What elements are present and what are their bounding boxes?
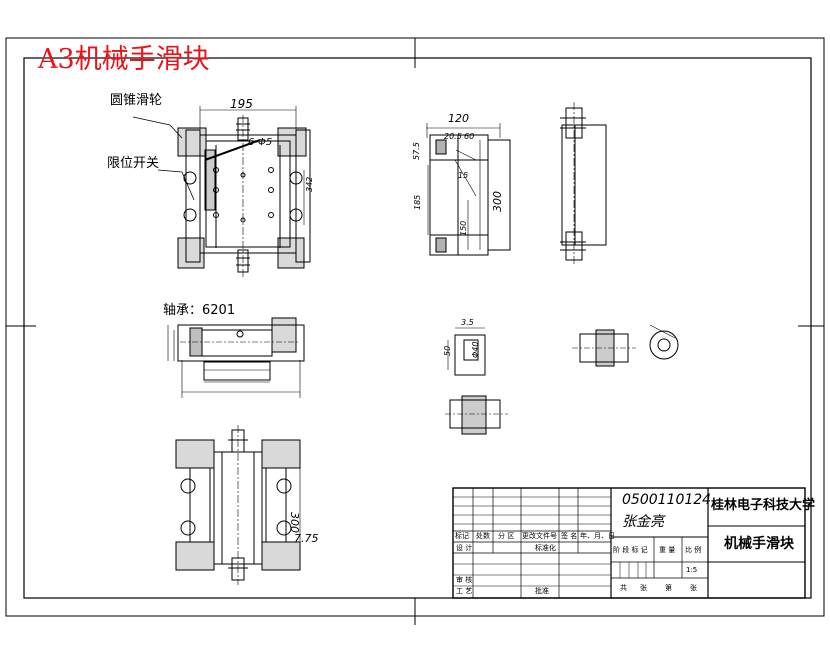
dim-side-height: 300 (491, 191, 504, 212)
part-name: 机械手滑块 (724, 536, 794, 552)
stage-label-mark: 阶 段 标 记 (613, 546, 648, 554)
university-name: 桂林电子科技大学 (711, 498, 816, 513)
callout-bearing: 轴承：6201 (163, 303, 236, 318)
detail-view-c (572, 324, 679, 367)
inner-frame (23, 57, 812, 599)
header-label-count: 处数 (476, 532, 490, 540)
drawing-number: 0500110124 (622, 492, 712, 508)
scale-value: 1:5 (686, 566, 698, 574)
stage-label-scale: 比 例 (685, 546, 702, 554)
row-label-process: 工 艺 (456, 587, 473, 595)
header-label-date: 年、月、日 (580, 532, 615, 540)
side-view (426, 123, 511, 256)
dim-side-150: 150 (459, 220, 468, 236)
dim-side-185: 185 (413, 194, 422, 210)
outer-frame (5, 37, 825, 617)
callout-limit-switch: 限位开关 (107, 156, 160, 171)
dim-342: 342 (305, 176, 314, 192)
top-view (132, 106, 311, 278)
dim-bottom-offset: 7.75 (294, 532, 319, 545)
dim-small-35: 3.5 (461, 318, 474, 327)
dim-side-60: 60 (464, 132, 475, 141)
dim-angle-15: 15 (458, 171, 469, 180)
header-label-change-doc: 更改文件号 (522, 532, 557, 540)
dim-small-dia: Φ40 (471, 341, 480, 358)
row-label-approve: 批准 (535, 587, 549, 595)
header-label-zone: 分 区 (498, 532, 515, 540)
bottom-view (175, 425, 301, 585)
dim-side-small: 57.5 (412, 142, 421, 160)
centering-marks (6, 38, 824, 625)
dim-side-inner: 20.5 (444, 132, 462, 141)
sheet-label-sheets: 张 (640, 584, 647, 592)
dim-hole-dia: 6-Φ5 (248, 137, 273, 148)
right-view (560, 102, 607, 266)
row-label-design: 设 计 (456, 544, 473, 552)
stage-label-weight: 重 量 (659, 546, 676, 554)
header-label-sign: 签 名 (561, 532, 578, 540)
row-label-review: 审 核 (456, 576, 473, 584)
detail-view-b (445, 395, 508, 435)
sheet-label-sheet: 张 (690, 584, 697, 592)
row-label-standard: 标准化 (535, 544, 556, 552)
callout-cone-pulley: 圆锥滑轮 (110, 93, 163, 108)
title-block (452, 487, 806, 599)
dim-small-50: 50 (443, 345, 452, 356)
sheet-label-total: 共 (620, 584, 627, 592)
dim-top-width: 195 (230, 97, 253, 111)
sheet-label-number: 第 (665, 584, 672, 592)
dim-side-width: 120 (448, 112, 469, 125)
drawing-title: A3机械手滑块 (38, 44, 210, 75)
detail-view-a (447, 327, 486, 376)
header-label-mark: 标记 (455, 532, 469, 540)
designer-name: 张金亮 (622, 514, 664, 530)
dim-bottom-height: 300 (288, 512, 301, 533)
bearing-view (167, 317, 305, 398)
